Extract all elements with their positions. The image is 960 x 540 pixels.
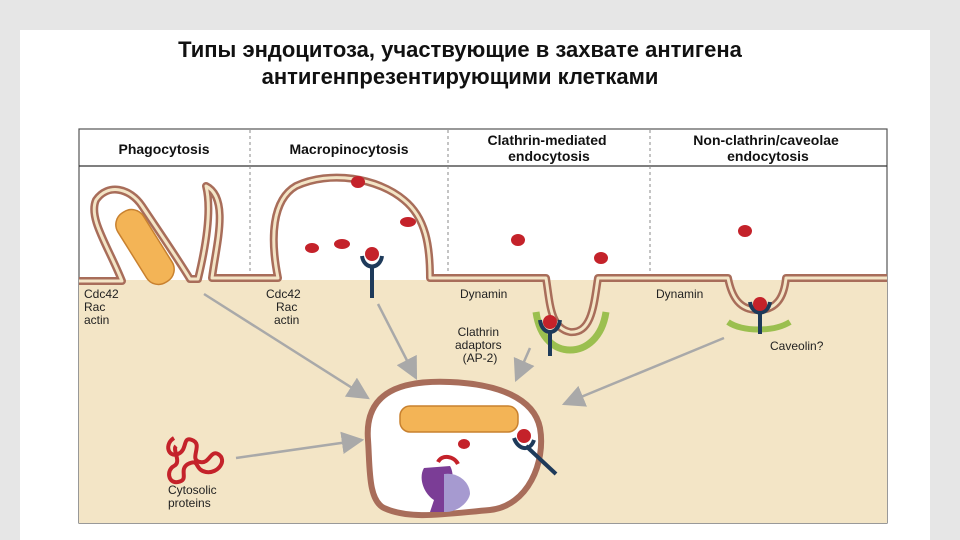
plasma-membrane-inner	[79, 176, 887, 334]
mhc-molecule	[421, 455, 470, 512]
receptor-caveolae	[748, 297, 772, 334]
header-phagocytosis: Phagocytosis	[118, 141, 209, 157]
antigens	[305, 176, 752, 264]
receptor-macropinocytosis	[360, 247, 384, 298]
endosome-particle	[399, 405, 519, 433]
particle	[115, 208, 175, 286]
label-phago-factors: Cdc42 Rac actin	[84, 287, 122, 327]
label-dynamin-1: Dynamin	[460, 287, 507, 301]
cytosolic-proteins	[166, 436, 225, 485]
endocytosis-diagram: Phagocytosis Macropinocytosis Clathrin-m…	[78, 128, 888, 524]
clathrin-coat	[532, 311, 610, 354]
title-line-2: антигенпрезентирующими клетками	[261, 64, 659, 89]
label-macro-factors: Cdc42 Rac actin	[266, 287, 304, 327]
slide-title: Типы эндоцитоза, участвующие в захвате а…	[20, 36, 900, 90]
endosome-receptor	[512, 429, 558, 476]
receptor-clathrin	[538, 315, 562, 356]
header-macropinocytosis: Macropinocytosis	[289, 141, 408, 157]
header-caveolae: Non-clathrin/caveolae endocytosis	[693, 132, 842, 164]
header-clathrin: Clathrin-mediated endocytosis	[488, 132, 611, 164]
label-dynamin-2: Dynamin	[656, 287, 703, 301]
endosome-antigen	[458, 439, 470, 449]
arrows	[203, 292, 725, 460]
label-cytosolic: Cytosolic proteins	[168, 483, 220, 510]
label-clathrin: Clathrin adaptors (AP-2)	[455, 325, 505, 365]
label-caveolin: Caveolin?	[770, 339, 824, 353]
title-line-1: Типы эндоцитоза, участвующие в захвате а…	[178, 37, 742, 62]
